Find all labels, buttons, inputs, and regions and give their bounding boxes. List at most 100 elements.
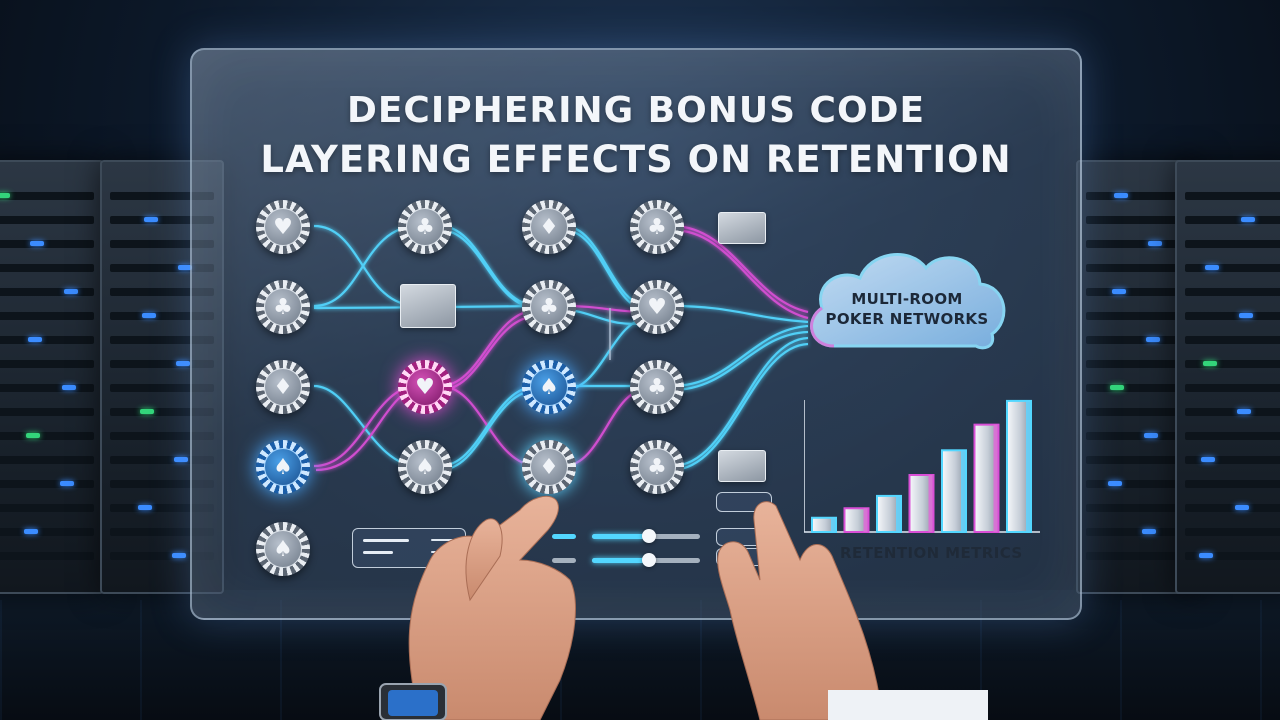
floor-reflection	[0, 600, 1280, 720]
toggle-2[interactable]	[552, 558, 576, 563]
mini-control-2[interactable]	[716, 528, 772, 546]
toggle-1[interactable]	[552, 534, 576, 539]
rack-slot	[110, 480, 214, 488]
rack-led	[138, 505, 152, 510]
heart-icon: ♥	[647, 294, 667, 320]
spade-icon: ♠	[273, 454, 293, 480]
server-rack-left-1	[0, 160, 104, 594]
rack-led	[24, 529, 38, 534]
rack-slot	[110, 384, 214, 392]
layer-block[interactable]	[400, 284, 456, 328]
rack-slot	[1185, 384, 1280, 392]
rack-slot	[1086, 456, 1190, 464]
rack-slot	[110, 528, 214, 536]
rack-led	[172, 553, 186, 558]
rack-slot	[0, 360, 94, 368]
layer-slider-2[interactable]	[592, 553, 700, 567]
layer-block[interactable]	[718, 450, 766, 482]
rack-slot	[0, 240, 94, 248]
chip-node-highlighted[interactable]: ♠	[256, 440, 310, 494]
chip-node[interactable]: ♦	[522, 200, 576, 254]
rack-slot	[1086, 312, 1190, 320]
control-dots	[431, 551, 453, 553]
mini-control-1[interactable]	[716, 492, 772, 512]
slider-knob[interactable]	[642, 553, 656, 567]
rack-led	[178, 265, 192, 270]
rack-led	[1239, 313, 1253, 318]
chip-node[interactable]: ♣	[398, 200, 452, 254]
retention-bar-edge	[831, 517, 835, 532]
chip-node[interactable]: ♥	[630, 280, 684, 334]
rack-slot	[0, 216, 94, 224]
chip-node[interactable]: ♣	[630, 440, 684, 494]
link	[671, 224, 809, 314]
rack-led	[60, 481, 74, 486]
link	[671, 342, 809, 472]
retention-bar-chart	[804, 399, 1040, 534]
rack-led	[1201, 457, 1215, 462]
rack-slot	[1086, 216, 1190, 224]
rack-led	[1148, 241, 1162, 246]
heart-icon: ♥	[415, 374, 435, 400]
rack-led	[142, 313, 156, 318]
rack-slot	[0, 264, 94, 272]
rack-led	[1114, 193, 1128, 198]
rack-led	[30, 241, 44, 246]
link	[671, 336, 809, 468]
club-icon: ♣	[647, 214, 667, 240]
rack-led	[62, 385, 76, 390]
retention-bar-edge	[961, 450, 965, 532]
control-line	[363, 551, 393, 554]
chip-node[interactable]: ♣	[630, 200, 684, 254]
chip-node-selected[interactable]: ♦	[522, 440, 576, 494]
cloud-label-line-2: POKER NETWORKS	[825, 310, 989, 328]
chip-node[interactable]: ♥	[256, 200, 310, 254]
slider-fill	[592, 558, 644, 563]
rack-led	[1235, 505, 1249, 510]
rack-slot	[1185, 312, 1280, 320]
rack-slot	[0, 504, 94, 512]
rack-slot	[0, 336, 94, 344]
layer-slider-1[interactable]	[592, 529, 700, 543]
chip-node[interactable]: ♠	[398, 440, 452, 494]
mini-control-3[interactable]	[716, 548, 772, 566]
rack-slot	[110, 432, 214, 440]
rack-led	[176, 361, 190, 366]
rack-slot	[0, 192, 94, 200]
link	[671, 330, 809, 392]
rack-led	[1112, 289, 1126, 294]
rack-led	[1199, 553, 1213, 558]
chip-node[interactable]: ♣	[522, 280, 576, 334]
retention-bar-edge	[896, 495, 900, 532]
rack-led	[1237, 409, 1251, 414]
diamond-icon: ♦	[539, 214, 559, 240]
chip-node[interactable]: ♠	[256, 522, 310, 576]
rack-slot	[0, 384, 94, 392]
chip-node[interactable]: ♣	[256, 280, 310, 334]
rack-slot	[1185, 432, 1280, 440]
layer-block[interactable]	[718, 212, 766, 244]
rack-slot	[1185, 528, 1280, 536]
rack-led	[144, 217, 158, 222]
control-dots	[431, 539, 453, 541]
slider-knob[interactable]	[642, 529, 656, 543]
rack-slot	[1185, 264, 1280, 272]
chip-node[interactable]: ♦	[256, 360, 310, 414]
chip-node[interactable]: ♣	[630, 360, 684, 414]
rack-slot	[110, 504, 214, 512]
chip-node[interactable]: ♠	[522, 360, 576, 414]
control-line	[363, 539, 409, 542]
code-input-control[interactable]	[352, 528, 466, 568]
link	[671, 324, 809, 388]
rack-slot	[110, 360, 214, 368]
rack-led	[0, 193, 10, 198]
rack-led	[174, 457, 188, 462]
rack-slot	[1086, 432, 1190, 440]
chip-node-highlighted[interactable]: ♥	[398, 360, 452, 414]
rack-slot	[1185, 480, 1280, 488]
heart-icon: ♥	[273, 214, 293, 240]
rack-slot	[110, 240, 214, 248]
rack-slot	[0, 288, 94, 296]
rack-slot	[1086, 288, 1190, 296]
club-icon: ♣	[647, 374, 667, 400]
